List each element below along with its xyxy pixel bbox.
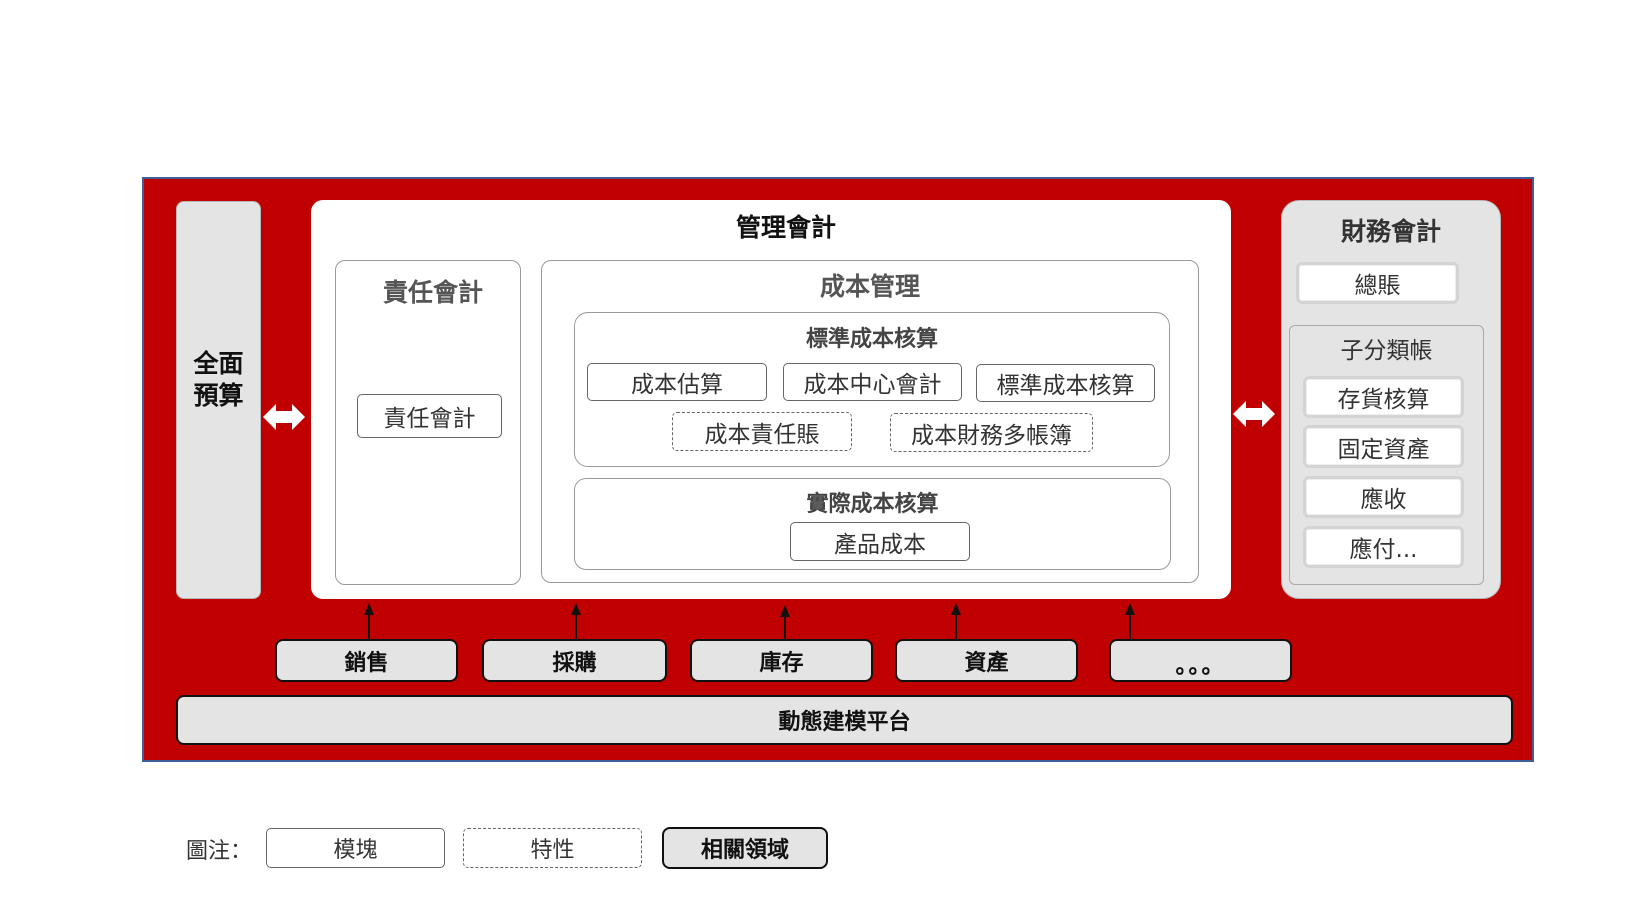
module-inventory-accounting[interactable]: 存貨核算 [1303, 376, 1464, 418]
domain-sales[interactable]: 銷售 [275, 639, 458, 682]
cost-management-title: 成本管理 [819, 272, 920, 301]
responsibility-accounting-title: 責任會計 [382, 278, 483, 307]
legend-module: 模塊 [266, 828, 445, 868]
arrow-line [784, 616, 786, 639]
standard-costing-title: 標準成本核算 [805, 327, 938, 352]
legend-related-domain: 相關領域 [662, 827, 828, 869]
feature-cost-responsibility-ledger[interactable]: 成本責任賬 [672, 412, 852, 451]
domain-more[interactable]: 。。。 [1109, 639, 1292, 682]
double-arrow-left-icon [263, 404, 305, 430]
module-standard-costing[interactable]: 標準成本核算 [976, 364, 1155, 402]
arrow-up-icon [571, 603, 581, 615]
arrow-line [955, 614, 957, 639]
double-arrow-right-icon [1233, 401, 1275, 427]
module-accounts-payable[interactable]: 應付... [1303, 526, 1464, 568]
arrow-line [575, 614, 577, 639]
arrow-up-icon [1125, 603, 1135, 615]
subledger-title: 子分類帳 [1340, 338, 1433, 364]
arrow-up-icon [951, 603, 961, 615]
module-cost-center-accounting[interactable]: 成本中心會計 [783, 363, 962, 401]
domain-inventory[interactable]: 庫存 [690, 639, 873, 682]
comprehensive-budget-label-2: 預算 [193, 381, 244, 410]
legend-feature: 特性 [463, 828, 642, 868]
module-general-ledger[interactable]: 總賬 [1296, 262, 1459, 304]
module-accounts-receivable[interactable]: 應收 [1303, 476, 1464, 518]
dynamic-modeling-platform[interactable]: 動態建模平台 [176, 695, 1513, 745]
arrow-up-icon [364, 603, 374, 615]
domain-assets[interactable]: 資產 [895, 639, 1078, 682]
comprehensive-budget-column: 全面 預算 [176, 201, 261, 599]
module-product-cost[interactable]: 產品成本 [790, 522, 970, 561]
comprehensive-budget-label-1: 全面 [193, 349, 244, 378]
actual-costing-title: 實際成本核算 [806, 492, 939, 517]
domain-purchasing[interactable]: 採購 [482, 639, 667, 682]
legend-label: 圖注： [186, 839, 253, 864]
module-responsibility-accounting[interactable]: 責任會計 [357, 394, 502, 438]
module-fixed-assets[interactable]: 固定資產 [1303, 425, 1464, 468]
arrow-line [1129, 614, 1131, 639]
feature-cost-finance-multi-book[interactable]: 成本財務多帳簿 [890, 413, 1093, 452]
financial-accounting-title: 財務會計 [1340, 217, 1441, 246]
management-accounting-title: 管理會計 [735, 213, 836, 242]
arrow-line [368, 614, 370, 639]
arrow-up-icon [780, 605, 790, 617]
module-cost-estimation[interactable]: 成本估算 [587, 363, 767, 401]
